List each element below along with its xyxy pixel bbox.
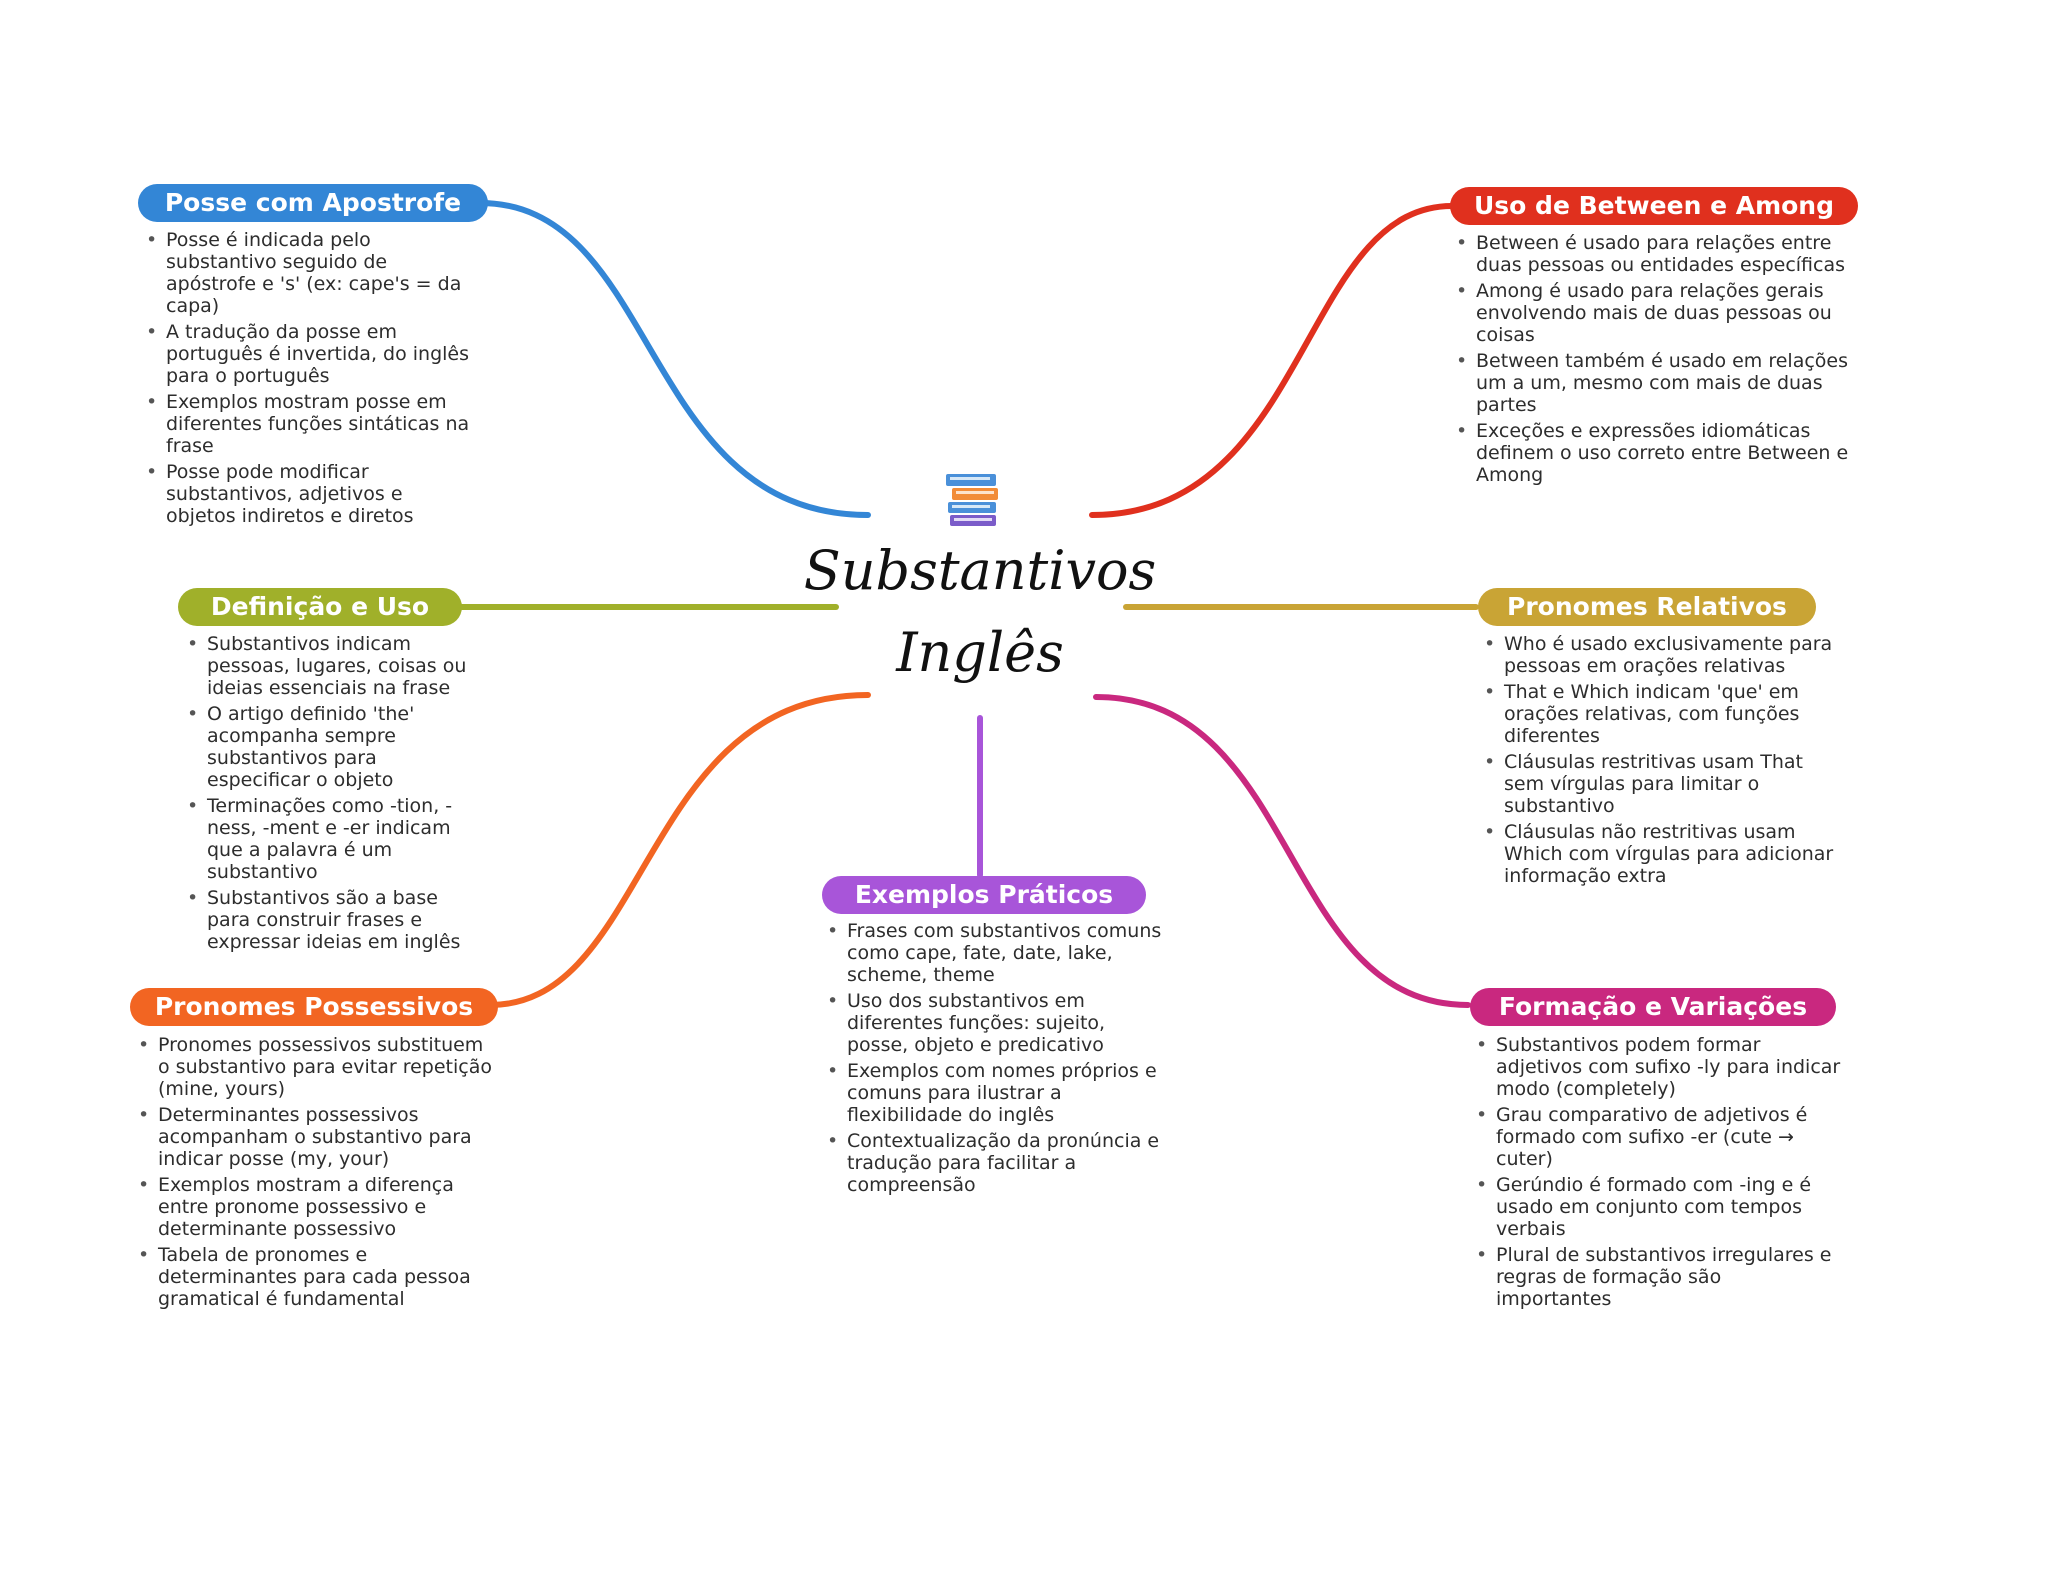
branch-title-formacao[interactable]: Formação e Variações <box>1470 988 1836 1026</box>
list-item: Plural de substantivos irregulares e reg… <box>1472 1244 1842 1310</box>
branch-title-relativos[interactable]: Pronomes Relativos <box>1478 588 1816 626</box>
branch-list-between: Between é usado para relações entre duas… <box>1452 232 1852 490</box>
list-item: Pronomes possessivos substituem o substa… <box>134 1034 494 1100</box>
connector-possessivos <box>487 692 871 1008</box>
branch-title-between[interactable]: Uso de Between e Among <box>1450 187 1858 225</box>
connector-posse <box>477 200 871 518</box>
central-topic-title: Substantivos Inglês <box>780 530 1180 694</box>
list-item: Tabela de pronomes e determinantes para … <box>134 1244 494 1310</box>
branch-list-possessivos: Pronomes possessivos substituem o substa… <box>134 1034 494 1314</box>
list-item: Exceções e expressões idiomáticas define… <box>1452 420 1852 486</box>
list-item: Posse pode modificar substantivos, adjet… <box>142 461 472 527</box>
list-item: Substantivos podem formar adjetivos com … <box>1472 1034 1842 1100</box>
list-item: Contextualização da pronúncia e tradução… <box>823 1130 1163 1196</box>
list-item: Frases com substantivos comuns como cape… <box>823 920 1163 986</box>
list-item: Exemplos com nomes próprios e comuns par… <box>823 1060 1163 1126</box>
list-item: Posse é indicada pelo substantivo seguid… <box>142 229 472 317</box>
list-item: Substantivos indicam pessoas, lugares, c… <box>183 633 483 699</box>
list-item: Uso dos substantivos em diferentes funçõ… <box>823 990 1163 1056</box>
central-title-line2: Inglês <box>896 621 1064 684</box>
branch-title-possessivos[interactable]: Pronomes Possessivos <box>130 988 498 1026</box>
list-item: Cláusulas restritivas usam That sem vírg… <box>1480 751 1840 817</box>
branch-list-relativos: Who é usado exclusivamente para pessoas … <box>1480 633 1840 891</box>
books-icon <box>946 474 998 526</box>
list-item: That e Which indicam 'que' em orações re… <box>1480 681 1840 747</box>
list-item: Among é usado para relações gerais envol… <box>1452 280 1852 346</box>
branch-title-exemplos[interactable]: Exemplos Práticos <box>822 876 1146 914</box>
branch-list-formacao: Substantivos podem formar adjetivos com … <box>1472 1034 1842 1314</box>
connector-between <box>1089 203 1455 518</box>
list-item: Substantivos são a base para construir f… <box>183 887 483 953</box>
list-item: Gerúndio é formado com -ing e é usado em… <box>1472 1174 1842 1240</box>
central-title-line1: Substantivos <box>803 539 1157 602</box>
list-item: Who é usado exclusivamente para pessoas … <box>1480 633 1840 677</box>
list-item: Exemplos mostram a diferença entre prono… <box>134 1174 494 1240</box>
branch-list-posse: Posse é indicada pelo substantivo seguid… <box>142 229 472 531</box>
list-item: Cláusulas não restritivas usam Which com… <box>1480 821 1840 887</box>
list-item: Determinantes possessivos acompanham o s… <box>134 1104 494 1170</box>
list-item: Between também é usado em relações um a … <box>1452 350 1852 416</box>
branch-list-definicao: Substantivos indicam pessoas, lugares, c… <box>183 633 483 957</box>
list-item: A tradução da posse em português é inver… <box>142 321 472 387</box>
branch-list-exemplos: Frases com substantivos comuns como cape… <box>823 920 1163 1200</box>
list-item: Exemplos mostram posse em diferentes fun… <box>142 391 472 457</box>
list-item: O artigo definido 'the' acompanha sempre… <box>183 703 483 791</box>
list-item: Grau comparativo de adjetivos é formado … <box>1472 1104 1842 1170</box>
branch-title-definicao[interactable]: Definição e Uso <box>178 588 462 626</box>
connector-formacao <box>1093 694 1471 1008</box>
list-item: Between é usado para relações entre duas… <box>1452 232 1852 276</box>
list-item: Terminações como -tion, -ness, -ment e -… <box>183 795 483 883</box>
branch-title-posse[interactable]: Posse com Apostrofe <box>138 184 488 222</box>
